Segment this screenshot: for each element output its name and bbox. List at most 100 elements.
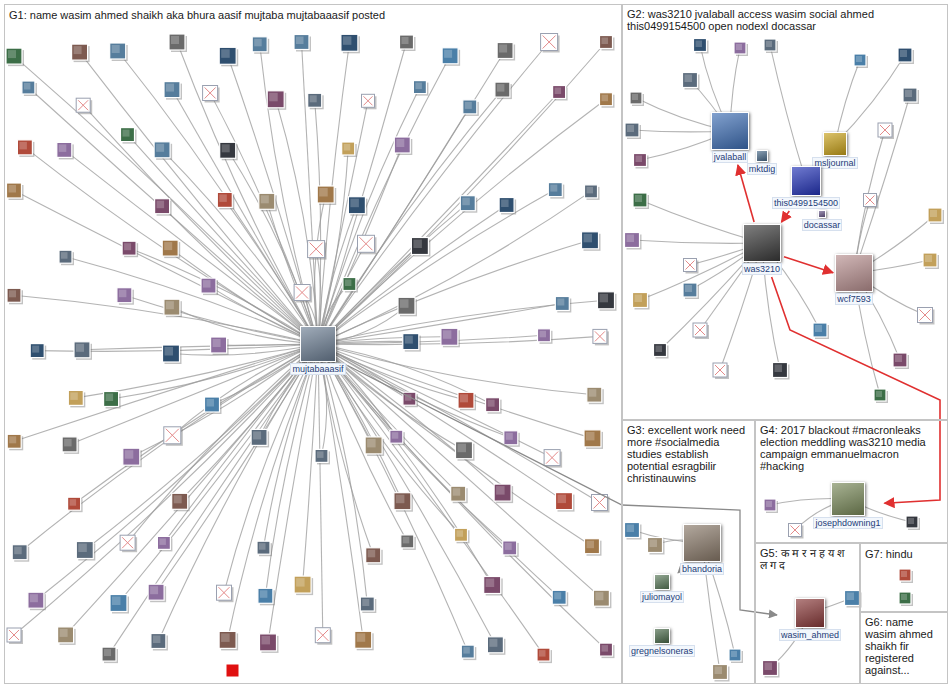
avatar-icon [654, 344, 667, 357]
broken-image-cross [359, 237, 372, 250]
avatar-icon [164, 82, 180, 98]
avatar-highlight [540, 331, 547, 338]
tie-line [318, 203, 468, 344]
avatar-icon [76, 542, 93, 559]
group-heading: G1: name wasim ahmed shaikh aka bhura aa… [9, 9, 385, 21]
avatar-icon [764, 499, 776, 511]
broken-image-cross [310, 243, 323, 256]
avatar-highlight [600, 294, 609, 303]
tie-line [318, 344, 593, 438]
avatar-icon [6, 48, 22, 64]
broken-image-cross [593, 496, 605, 508]
avatar-icon [12, 545, 27, 560]
avatar-icon [928, 208, 942, 222]
avatar-icon [74, 342, 90, 358]
vertex-label: was3210 [742, 263, 782, 275]
tie-line [28, 88, 318, 345]
avatar-highlight [925, 255, 932, 262]
avatar-highlight [350, 199, 359, 208]
broken-image-cross [364, 96, 373, 105]
avatar-image [743, 224, 781, 262]
group-heading: G4: 2017 blackout #macronleaks election … [760, 424, 928, 472]
avatar-icon [729, 649, 741, 661]
avatar-icon [906, 516, 918, 528]
avatar-highlight [357, 633, 366, 642]
avatar-icon [7, 434, 21, 448]
avatar-highlight [319, 188, 328, 197]
avatar-icons [6, 34, 944, 682]
avatar-highlight [261, 195, 269, 203]
avatar-highlight [253, 431, 261, 439]
avatar-icon [484, 577, 501, 594]
tie-line [318, 344, 468, 652]
avatar-icon [582, 232, 599, 249]
avatar-icon [28, 592, 44, 608]
vertex: this0499154500 [772, 166, 840, 209]
tie-line [318, 344, 323, 635]
avatar-highlight [895, 355, 902, 362]
avatar-icon [773, 363, 788, 378]
tie-line [109, 344, 318, 654]
avatar-highlight [589, 389, 597, 397]
avatar-highlight [74, 46, 82, 54]
avatar-icon [366, 548, 381, 563]
avatar-icon [600, 643, 613, 656]
avatar-icon [394, 493, 411, 510]
tie-line [225, 200, 318, 344]
avatar-icon [341, 34, 358, 51]
tie-line [64, 150, 318, 344]
broken-image-cross [880, 125, 890, 135]
tie-line [854, 130, 885, 273]
tie-line [172, 307, 318, 344]
avatar-icon [458, 392, 474, 408]
avatar-highlight [815, 325, 822, 332]
avatar-highlight [405, 336, 413, 344]
vertex: docassar [802, 210, 843, 231]
avatar-icon [734, 42, 746, 54]
tie-line [170, 248, 318, 344]
tie-line [80, 52, 318, 344]
vertex: jvalaball [711, 112, 749, 163]
broken-image-cross [920, 310, 931, 321]
vertex-label: bhandoria [680, 563, 724, 575]
avatar-icon [538, 329, 551, 342]
avatar-highlight [413, 240, 422, 249]
avatar-highlight [765, 663, 773, 671]
tie-line [158, 344, 318, 641]
tie-line [318, 344, 510, 548]
avatar-highlight [402, 37, 409, 44]
avatar-highlight [392, 432, 399, 439]
avatar-icon [252, 37, 267, 52]
avatar-highlight [488, 400, 495, 407]
avatar-highlight [650, 540, 658, 548]
avatar-icon [630, 92, 642, 104]
avatar-icon [394, 137, 410, 153]
avatar-icon [693, 323, 707, 337]
avatar-highlight [627, 235, 635, 243]
group-panel: G6: name wasim ahmed shaikh fir register… [860, 612, 948, 684]
avatar-icon [504, 431, 518, 445]
avatar-highlight [368, 550, 376, 558]
avatar-icon [122, 241, 136, 255]
avatar-highlight [775, 365, 783, 373]
avatar-image [654, 574, 670, 590]
avatar-highlight [9, 185, 17, 193]
tie-line [224, 344, 318, 593]
avatar-icon [789, 524, 802, 537]
vertex-label: jvalaball [712, 151, 749, 163]
avatar-highlight [595, 592, 603, 600]
group-panel: G2: was3210 jvalaball access wasim socia… [622, 4, 948, 420]
avatar-highlight [104, 649, 111, 656]
avatar-image [818, 210, 826, 218]
vertex: bhandoria [680, 524, 724, 575]
avatar-icon [683, 73, 698, 88]
avatar-icon [398, 297, 415, 314]
broken-image-cross [791, 526, 800, 535]
avatar-highlight [164, 242, 172, 250]
tie-line [318, 92, 559, 344]
tie-line [318, 304, 562, 345]
avatar-icon [633, 193, 647, 207]
avatar-highlight [296, 37, 304, 45]
avatar-icon [365, 437, 382, 454]
avatar-icon [110, 595, 127, 612]
